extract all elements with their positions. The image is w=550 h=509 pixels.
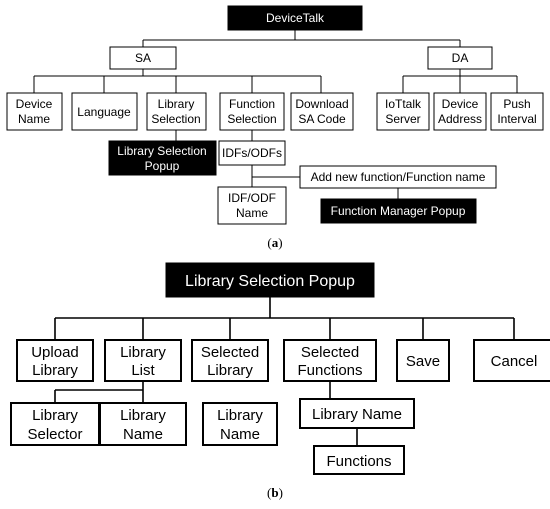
node-add-new-function: Add new function/Function name [299, 165, 497, 189]
svg-text:Selector: Selector [27, 426, 82, 443]
svg-text:Name: Name [220, 426, 260, 443]
node-library-selection: Library Selection [146, 92, 207, 131]
svg-text:Function: Function [229, 97, 275, 111]
node-download-sa-code: Download SA Code [290, 92, 354, 131]
node-function-manager-popup: Function Manager Popup [320, 198, 477, 224]
svg-text:Functions: Functions [326, 453, 391, 470]
node-library-selection-popup-a: Library Selection Popup [108, 140, 217, 176]
caption-a: (a) [267, 235, 282, 250]
node-selected-library: Selected Library [191, 339, 269, 382]
svg-text:Library Name: Library Name [312, 406, 402, 423]
svg-text:Add new function/Function name: Add new function/Function name [311, 170, 486, 184]
node-upload-library: Upload Library [16, 339, 94, 382]
svg-text:Upload: Upload [31, 344, 79, 361]
node-functions: Functions [313, 445, 405, 475]
diagram-b-connectors [54, 297, 515, 446]
svg-text:Library: Library [120, 407, 166, 424]
svg-text:Push: Push [503, 97, 530, 111]
svg-text:Save: Save [406, 353, 440, 370]
node-sa: SA [109, 46, 177, 70]
node-idfs-odfs: IDFs/ODFs [218, 140, 286, 166]
caption-b: (b) [267, 485, 283, 500]
svg-text:Name: Name [18, 112, 50, 126]
svg-text:List: List [131, 362, 155, 379]
node-idf-odf-name: IDF/ODF Name [217, 186, 287, 225]
svg-text:Library: Library [217, 407, 263, 424]
svg-text:Library Selection: Library Selection [117, 144, 206, 158]
node-library-selection-popup-b: Library Selection Popup [165, 262, 375, 298]
svg-text:Selected: Selected [201, 344, 259, 361]
node-library-name-2: Library Name [202, 402, 278, 446]
node-push-interval: Push Interval [490, 92, 544, 131]
svg-text:Function Manager Popup: Function Manager Popup [331, 204, 466, 218]
svg-text:Device: Device [442, 97, 479, 111]
node-selected-functions: Selected Functions [283, 339, 377, 382]
svg-text:Selected: Selected [301, 344, 359, 361]
svg-text:Download: Download [295, 97, 348, 111]
svg-text:IDF/ODF: IDF/ODF [228, 191, 276, 205]
svg-text:Library Selection Popup: Library Selection Popup [185, 273, 355, 290]
svg-text:Cancel: Cancel [491, 353, 538, 370]
svg-text:Interval: Interval [497, 112, 536, 126]
svg-text:Library: Library [207, 362, 253, 379]
node-device-address: Device Address [433, 92, 487, 131]
node-library-selector: Library Selector [10, 402, 100, 446]
svg-text:Selection: Selection [227, 112, 276, 126]
svg-text:SA Code: SA Code [298, 112, 346, 126]
diagram-a-connectors [33, 30, 518, 199]
node-library-name-3: Library Name [299, 398, 415, 429]
node-function-selection: Function Selection [219, 92, 285, 131]
node-library-list: Library List [104, 339, 182, 382]
svg-text:IDFs/ODFs: IDFs/ODFs [222, 146, 282, 160]
svg-text:Server: Server [385, 112, 420, 126]
node-language: Language [71, 92, 138, 131]
svg-text:Library: Library [32, 362, 78, 379]
svg-text:Address: Address [438, 112, 482, 126]
node-da: DA [427, 46, 493, 70]
svg-text:Name: Name [123, 426, 163, 443]
node-device-name: Device Name [6, 92, 63, 131]
svg-text:Popup: Popup [145, 159, 180, 173]
node-save: Save [396, 339, 450, 382]
svg-text:Library: Library [158, 97, 195, 111]
svg-text:Language: Language [77, 105, 131, 119]
node-cancel: Cancel [473, 339, 550, 382]
svg-text:Functions: Functions [297, 362, 362, 379]
svg-text:DeviceTalk: DeviceTalk [266, 11, 325, 25]
svg-text:Name: Name [236, 206, 268, 220]
svg-text:Device: Device [16, 97, 53, 111]
node-iottalk-server: IoTtalk Server [376, 92, 430, 131]
svg-text:IoTtalk: IoTtalk [385, 97, 422, 111]
svg-text:Library: Library [120, 344, 166, 361]
svg-text:DA: DA [452, 51, 469, 65]
svg-text:SA: SA [135, 51, 151, 65]
node-devicetalk: DeviceTalk [227, 5, 363, 31]
node-library-name-1: Library Name [99, 402, 187, 446]
svg-text:Selection: Selection [151, 112, 200, 126]
svg-text:Library: Library [32, 407, 78, 424]
